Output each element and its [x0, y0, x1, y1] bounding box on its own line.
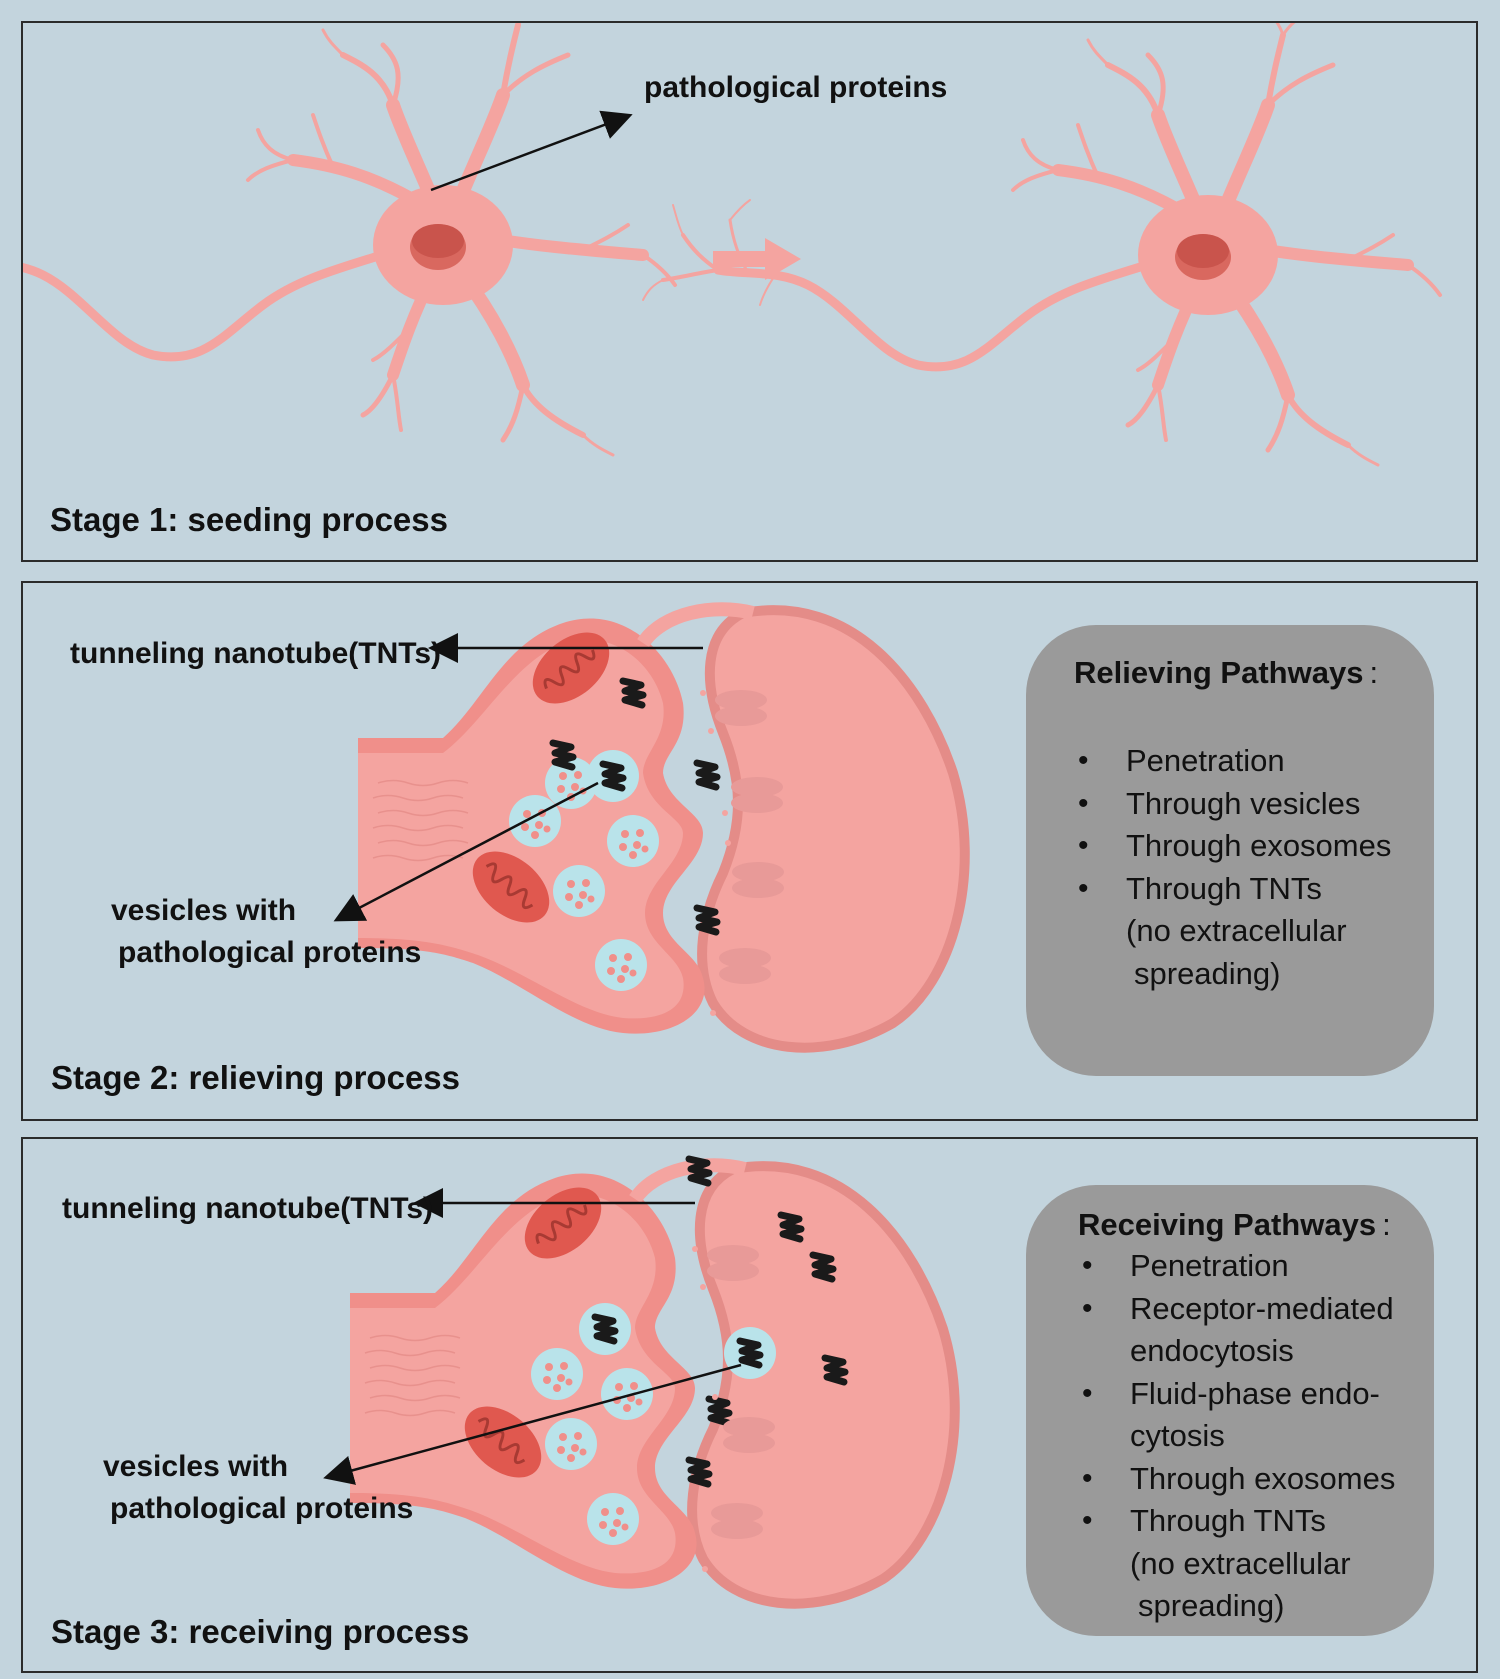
protein-icon — [603, 764, 623, 788]
neuron-left — [23, 23, 675, 455]
receiving-pathways-box: Receiving Pathways: •Penetration •Recept… — [1026, 1185, 1434, 1636]
vesicle-icon — [531, 1348, 583, 1400]
protein-icon — [623, 681, 643, 705]
protein-icon — [595, 1317, 615, 1341]
list-item: •Fluid-phase endo-cytosis — [1082, 1375, 1380, 1454]
tnt-label: tunneling nanotube(TNTs) — [70, 637, 442, 670]
list-item: •Penetration — [1082, 1248, 1289, 1283]
stage2-title: Stage 2: relieving process — [51, 1059, 461, 1096]
list-item: •Through exosomes — [1082, 1460, 1396, 1496]
protein-icon — [553, 743, 573, 767]
vesicles-label-line1: vesicles with — [103, 1450, 289, 1483]
list-item: •Penetration — [1078, 743, 1285, 778]
protein-icon — [740, 1341, 760, 1365]
protein-icon — [813, 1255, 833, 1279]
vesicle-icon — [553, 865, 605, 917]
relieving-pathways-box: Relieving Pathways: •Penetration •Throug… — [1026, 625, 1434, 1076]
protein-icon — [825, 1358, 845, 1382]
tnt-label: tunneling nanotube(TNTs) — [62, 1192, 434, 1225]
protein-icon — [781, 1215, 801, 1239]
stage3-illustration — [323, 1139, 960, 1609]
list-item: •Through vesicles — [1078, 785, 1361, 821]
list-item: •Through TNTs(no extracellular spreading… — [1082, 1503, 1351, 1623]
stage2-panel: tunneling nanotube(TNTs) vesicles with p… — [21, 581, 1478, 1121]
vesicle-pointer — [323, 1363, 742, 1485]
protein-icon — [697, 908, 717, 932]
stage3-title: Stage 3: receiving process — [51, 1613, 470, 1650]
list-item: •Through TNTs(no extracellular spreading… — [1078, 870, 1347, 991]
protein-icon — [689, 1159, 709, 1183]
vesicle-icon — [601, 1368, 653, 1420]
stage2-illustration — [333, 602, 970, 1053]
vesicle-icon — [587, 1493, 639, 1545]
relieving-pathways-list: •Penetration •Through vesicles •Through … — [1078, 740, 1391, 995]
pathological-proteins-pointer — [430, 110, 633, 192]
receiving-pathways-title: Receiving Pathways: — [1078, 1207, 1391, 1242]
pathological-proteins-label: pathological proteins — [644, 71, 948, 104]
vesicle-pointer — [333, 781, 599, 922]
protein-icon — [697, 763, 717, 787]
stage1-title: Stage 1: seeding process — [50, 501, 448, 538]
stage1-illustration — [23, 23, 1475, 559]
vesicle-icon — [509, 795, 561, 847]
vesicle-icon — [607, 815, 659, 867]
vesicle-icon — [595, 939, 647, 991]
vesicles-label-line1: vesicles with — [111, 894, 297, 927]
stage1-panel: pathological proteins Stage 1: seeding p… — [21, 21, 1478, 562]
relieving-pathways-title: Relieving Pathways: — [1074, 655, 1379, 690]
transfer-arrow — [713, 238, 801, 280]
vesicle-icon — [545, 1418, 597, 1470]
protein-icon — [689, 1460, 709, 1484]
stage3-panel: tunneling nanotube(TNTs) vesicles with p… — [21, 1137, 1478, 1673]
protein-icon — [709, 1399, 729, 1423]
vesicles-label-line2: pathological proteins — [118, 936, 422, 969]
list-item: •Through exosomes — [1078, 828, 1392, 863]
vesicles-label-line2: pathological proteins — [110, 1492, 414, 1525]
